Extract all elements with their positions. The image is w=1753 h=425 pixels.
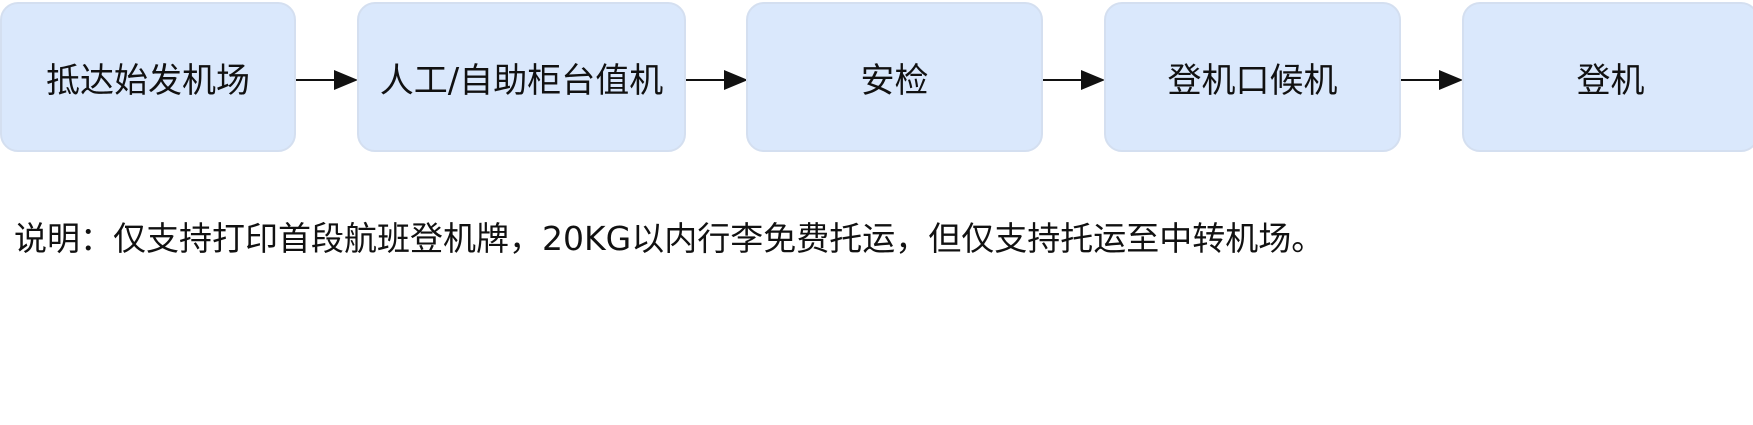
- step-security-check: 安检: [746, 2, 1043, 152]
- step-arrive-departure-airport: 抵达始发机场: [0, 2, 296, 152]
- step-label: 登机: [1576, 60, 1645, 101]
- process-flow-diagram: 抵达始发机场 人工/自助柜台值机 安检 登机口候机 登机: [0, 0, 1753, 160]
- step-label: 登机口候机: [1167, 60, 1338, 101]
- step-label: 安检: [860, 60, 929, 101]
- note-text: 说明：仅支持打印首段航班登机牌，20KG以内行李免费托运，但仅支持托运至中转机场…: [14, 219, 1325, 258]
- step-counter-checkin: 人工/自助柜台值机: [357, 2, 686, 152]
- flow-arrow: [686, 70, 748, 90]
- step-label: 抵达始发机场: [46, 60, 250, 101]
- flow-arrow: [1043, 70, 1105, 90]
- flow-arrow: [1401, 70, 1463, 90]
- step-gate-waiting: 登机口候机: [1104, 2, 1401, 152]
- step-label: 人工/自助柜台值机: [379, 60, 664, 101]
- step-boarding: 登机: [1462, 2, 1753, 152]
- flow-arrow: [296, 70, 358, 90]
